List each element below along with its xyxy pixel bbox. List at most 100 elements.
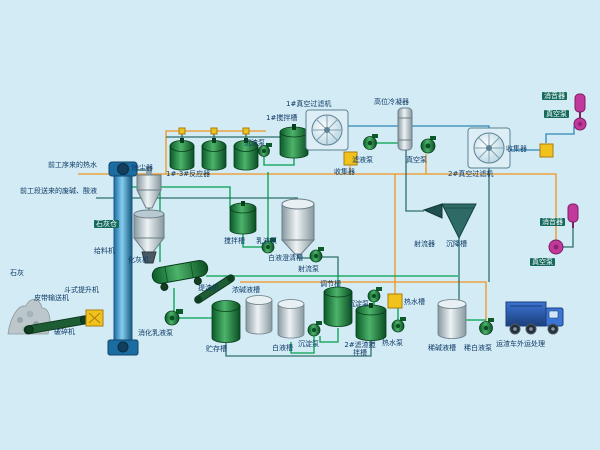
label-thick-alkali-tank: 浓碱液槽 [232, 286, 260, 294]
pipe-lines-layer [78, 112, 581, 357]
label-hot-water-tank: 热水槽 [404, 298, 425, 306]
pipe-line [225, 341, 372, 357]
settling-pump-1 [307, 321, 322, 337]
pipe-line [240, 281, 487, 321]
hot-water-tank-box [387, 293, 403, 309]
label-sediment-pump: 沉渣泵 [244, 139, 265, 147]
thick-alkali-tank-vessel [245, 295, 273, 335]
label-hot-water-pump: 热水泵 [382, 339, 403, 347]
mix-tank-2 [229, 201, 257, 235]
manifold-valve-2 [210, 127, 218, 135]
pipe-line [405, 150, 424, 212]
pipe-line [290, 336, 315, 354]
label-settle-pump-2: 沉淀泵 [348, 300, 369, 308]
label-settling-tank: 沉降槽 [446, 240, 467, 248]
label-digest-pump: 消化乳液泵 [138, 329, 173, 337]
pipe-line [242, 234, 262, 248]
pipe-line [297, 254, 310, 259]
label-emulsion-pump: 乳液泵 [256, 237, 277, 245]
label-vacuum-filter-1: 1#真空过滤机 [286, 100, 332, 108]
label-bucket-elevator: 斗式提升机 [64, 286, 99, 294]
muffler-1-icon [574, 93, 586, 118]
settling-tank-cone [441, 203, 477, 240]
slag-truck [505, 301, 564, 335]
white-liquor-clarifier-vessel [280, 198, 316, 255]
pipe-line [322, 256, 339, 276]
label-residue-mix-tank: 2#滤渣搅拌槽 [344, 341, 376, 358]
mix-tank-1 [279, 124, 309, 159]
vacuum-filter-2-drum [467, 127, 511, 169]
label-waste-liquor-in: 前工段送来的废碱、酸液 [20, 187, 97, 195]
label-vacuum-filter-2: 2#真空过滤机 [448, 170, 494, 178]
label-crusher: 破碎机 [54, 328, 75, 336]
label-vacuum-pump-1: 真空泵 [406, 156, 427, 164]
vacuum-pump-1 [420, 136, 436, 154]
jet-device-icon [422, 203, 443, 219]
label-dilute-alkali-tank: 稀碱液槽 [428, 344, 456, 352]
label-collector-1: 收集器 [334, 168, 355, 176]
label-storage-tank: 贮存槽 [206, 345, 227, 353]
label-condenser: 高位冷凝器 [374, 98, 409, 106]
high-level-condenser-vessel [397, 107, 413, 151]
storage-tank-vessel [211, 300, 241, 343]
reactor-3 [233, 138, 259, 171]
vacuum-filter-1-drum [305, 109, 349, 151]
pipe-line [545, 126, 575, 143]
bucket-elevator-column [107, 161, 139, 356]
manifold-valve-1 [178, 127, 186, 135]
label-white-liquor-tank: 白液槽 [272, 344, 293, 352]
muffler-2-icon [567, 203, 579, 228]
label-collector-2: 收集器 [506, 145, 527, 153]
jet-pump [309, 247, 324, 263]
emulsion-pump [261, 238, 276, 254]
label-settle-pump-1: 沉淀泵 [298, 340, 319, 348]
label-reactors: 1#-3#反应器 [166, 170, 211, 178]
label-mix-tank-2: 搅拌槽 [224, 237, 245, 245]
label-hot-water-in: 前工序来的热水 [48, 161, 97, 169]
label-vacuum-pump-2: 真空泵 [544, 110, 569, 119]
sediment-pump [258, 143, 272, 157]
label-vacuum-pump-3: 真空泵 [530, 258, 555, 267]
dust-collector-cyclone [136, 166, 162, 209]
slag-extractor-conveyor [194, 274, 235, 304]
label-slag-extractor: 提渣机 [198, 284, 219, 292]
label-filtrate-pump: 滤液泵 [352, 156, 373, 164]
label-muffler-2: 消音器 [540, 218, 565, 227]
label-mix-tank-1: 1#搅拌槽 [266, 114, 298, 122]
dilute-alkali-tank-vessel [437, 299, 467, 339]
pipe-line [319, 328, 339, 343]
vacuum-pump-2 [573, 117, 587, 131]
digestion-emulsion-pump [164, 309, 183, 326]
label-lime-silo: 石灰仓 [94, 220, 119, 229]
label-jet-pump: 射流泵 [298, 265, 319, 273]
hot-water-pump [391, 317, 406, 333]
lime-silo-vessel [132, 209, 166, 253]
pipe-line [263, 157, 295, 166]
filtrate-pump [363, 134, 378, 150]
label-feeder: 给料机 [94, 247, 115, 255]
label-clarifier: 白液澄清槽 [268, 254, 303, 262]
label-slag-truck: 运渣车外运处理 [496, 340, 545, 348]
label-regulating-tank: 调节槽 [320, 280, 341, 288]
feeder-machine [141, 251, 157, 264]
crusher-machine [85, 309, 104, 327]
label-slaker: 化灰机 [128, 256, 149, 264]
pipe-line [165, 130, 266, 174]
settling-pump-2 [367, 287, 382, 303]
manifold-valve-3 [242, 127, 250, 135]
label-dust-collector: 除尘器 [132, 164, 153, 172]
label-belt-conveyor: 皮带输送机 [34, 294, 69, 302]
residue-mix-tank-vessel [355, 303, 387, 341]
white-liquor-tank-vessel [277, 299, 305, 339]
label-dilute-white-pump: 稀白液泵 [464, 344, 492, 352]
slaker-drum [151, 260, 209, 291]
dilute-white-liquor-pump [479, 318, 494, 335]
label-lime: 石灰 [10, 269, 24, 277]
collector-2-box [539, 143, 554, 158]
pipe-line [563, 228, 574, 248]
label-muffler-1: 消音器 [542, 92, 567, 101]
regulating-tank-vessel [323, 286, 353, 327]
collector-1-box [343, 151, 358, 166]
